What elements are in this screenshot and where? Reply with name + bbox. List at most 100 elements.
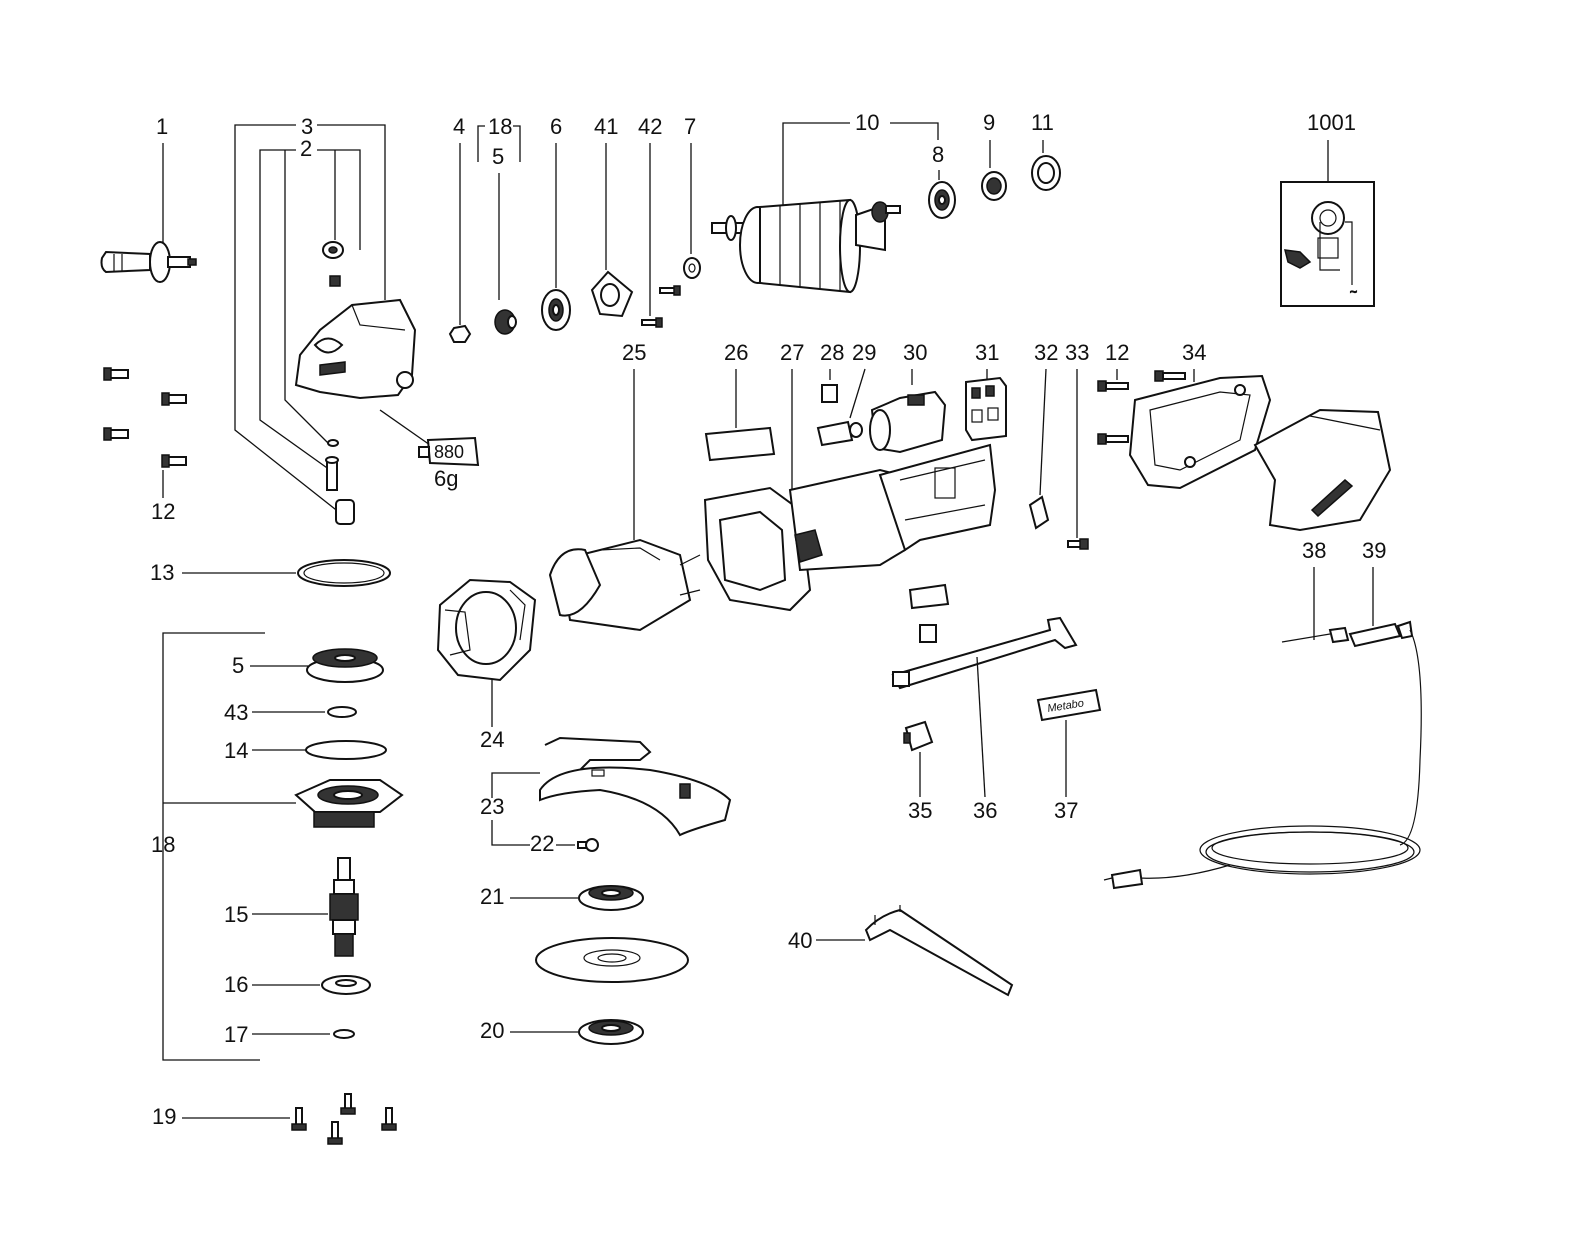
brand-text: Metabo [1047, 697, 1085, 715]
mounting-strap [891, 616, 1078, 690]
bearing-flange [294, 779, 404, 828]
label-19: 19 [152, 1104, 176, 1129]
label-27: 27 [780, 340, 804, 365]
label-1001: 1001 [1307, 110, 1356, 135]
label-17: 17 [224, 1022, 248, 1047]
o-ring-large [297, 559, 391, 587]
label-5-top: 5 [492, 144, 504, 169]
bearing-sleeve [1031, 155, 1061, 191]
label-30: 30 [903, 340, 927, 365]
washer-7 [683, 257, 701, 279]
bevel-gear [306, 648, 384, 683]
label-9: 9 [983, 110, 995, 135]
washer-43 [327, 706, 357, 718]
field-stator [548, 538, 701, 632]
screw-33 [1067, 538, 1089, 550]
label-10: 10 [855, 110, 879, 135]
label-36: 36 [973, 798, 997, 823]
label-35: 35 [908, 798, 932, 823]
label-22: 22 [530, 831, 554, 856]
label-1: 1 [156, 114, 168, 139]
clamping-nut [578, 1019, 644, 1045]
label-28: 28 [820, 340, 844, 365]
label-12-left: 12 [151, 499, 175, 524]
label-38: 38 [1302, 538, 1326, 563]
spindle-lock-parts [325, 439, 355, 525]
label-31: 31 [975, 340, 999, 365]
air-guide-ring [436, 578, 537, 682]
grease-tube: 880 [418, 436, 480, 467]
bearing-8 [928, 181, 956, 219]
label-8: 8 [932, 142, 944, 167]
label-26: 26 [724, 340, 748, 365]
power-cord [1103, 620, 1422, 890]
support-flange [578, 885, 644, 911]
grease-amount: 6g [434, 466, 458, 491]
wheel-guard [539, 736, 732, 837]
nut-4 [448, 324, 472, 343]
svg-text:~: ~ [1350, 285, 1357, 299]
bearing-9 [981, 171, 1007, 201]
spindle [329, 857, 359, 957]
label-43: 43 [224, 700, 248, 725]
ring-17 [333, 1029, 355, 1039]
label-4: 4 [453, 114, 465, 139]
label-32: 32 [1034, 340, 1058, 365]
pin-spanner [864, 905, 1014, 997]
rear-cover [1253, 408, 1392, 532]
label-11: 11 [1031, 110, 1054, 135]
label-14: 14 [224, 738, 248, 763]
label-24: 24 [480, 727, 504, 752]
label-34: 34 [1182, 340, 1206, 365]
label-41: 41 [594, 114, 618, 139]
label-18-top: 18 [488, 114, 512, 139]
gear-head-bearing [322, 241, 344, 287]
label-29: 29 [852, 340, 876, 365]
grinding-disc [535, 937, 689, 983]
brush-holder [816, 420, 863, 447]
brand-plate: Metabo [1036, 688, 1102, 722]
label-5-left: 5 [232, 653, 244, 678]
cable-clamp [1028, 495, 1050, 530]
screws-housing-right [1097, 370, 1186, 445]
screws-housing-left [103, 367, 187, 468]
label-3: 3 [301, 114, 313, 139]
label-18-left: 18 [151, 832, 175, 857]
cable-grommet [903, 720, 934, 752]
label-20: 20 [480, 1018, 504, 1043]
wiring-diagram-inset: ~ [1280, 181, 1375, 307]
pinion-gear [494, 309, 517, 335]
gear-housing [294, 298, 417, 400]
label-42: 42 [638, 114, 662, 139]
screws-42 [641, 285, 681, 328]
label-6: 6 [550, 114, 562, 139]
handle-housing [1128, 374, 1272, 490]
bearing-plate [590, 270, 634, 318]
label-15: 15 [224, 902, 248, 927]
side-handle [100, 241, 197, 283]
terminal-block [965, 376, 1007, 442]
grease-code: 880 [434, 442, 464, 462]
label-33: 33 [1065, 340, 1089, 365]
label-7: 7 [684, 114, 696, 139]
brush-holder-lower [908, 583, 950, 643]
label-13: 13 [150, 560, 174, 585]
bearing-6 [541, 289, 571, 331]
label-16: 16 [224, 972, 248, 997]
label-12-right: 12 [1105, 340, 1129, 365]
switch [869, 390, 947, 454]
guard-screw [577, 838, 599, 852]
o-ring-14 [305, 740, 387, 760]
label-37: 37 [1054, 798, 1078, 823]
armature [711, 198, 901, 294]
screws-19 [291, 1093, 397, 1145]
rating-plate [704, 426, 776, 462]
motor-housing [703, 443, 997, 612]
label-39: 39 [1362, 538, 1386, 563]
label-23: 23 [480, 794, 504, 819]
label-2: 2 [300, 136, 312, 161]
label-21: 21 [480, 884, 504, 909]
label-40: 40 [788, 928, 812, 953]
carbon-brush [821, 384, 838, 403]
